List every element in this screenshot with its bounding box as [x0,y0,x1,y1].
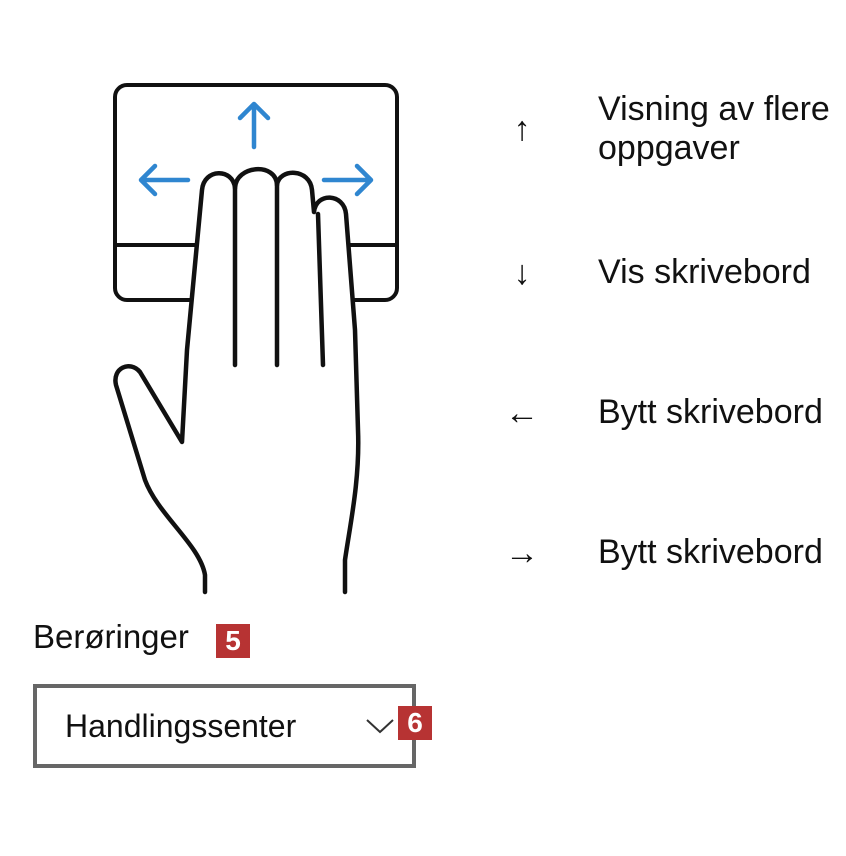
gesture-row-up: ↑ Visning av flere oppgaver [500,90,846,168]
callout-badge-5: 5 [216,624,250,658]
dropdown-selected-value: Handlingssenter [65,708,297,744]
callout-badge-6: 6 [398,706,432,740]
taps-dropdown[interactable]: Handlingssenter [33,684,416,768]
gesture-label: Bytt skrivebord [598,393,823,432]
gesture-row-down: ↓ Vis skrivebord [500,248,846,298]
gesture-row-right: → Bytt skrivebord [500,528,846,578]
swipe-arrows-icon [138,101,374,197]
arrow-left-icon: ← [505,394,539,432]
arrow-down-icon: ↓ [513,254,531,292]
arrow-right-icon: → [505,534,539,572]
hand-icon [113,167,361,595]
touchpad-hand-illustration [113,83,399,595]
taps-label: Berøringer [33,618,189,655]
arrow-up-icon: ↑ [513,110,531,149]
gesture-label: Bytt skrivebord [598,533,823,572]
chevron-down-icon [366,719,394,734]
gesture-row-left: ← Bytt skrivebord [500,388,846,438]
gesture-label: Vis skrivebord [598,253,811,292]
gesture-label: Visning av flere oppgaver [598,90,830,168]
